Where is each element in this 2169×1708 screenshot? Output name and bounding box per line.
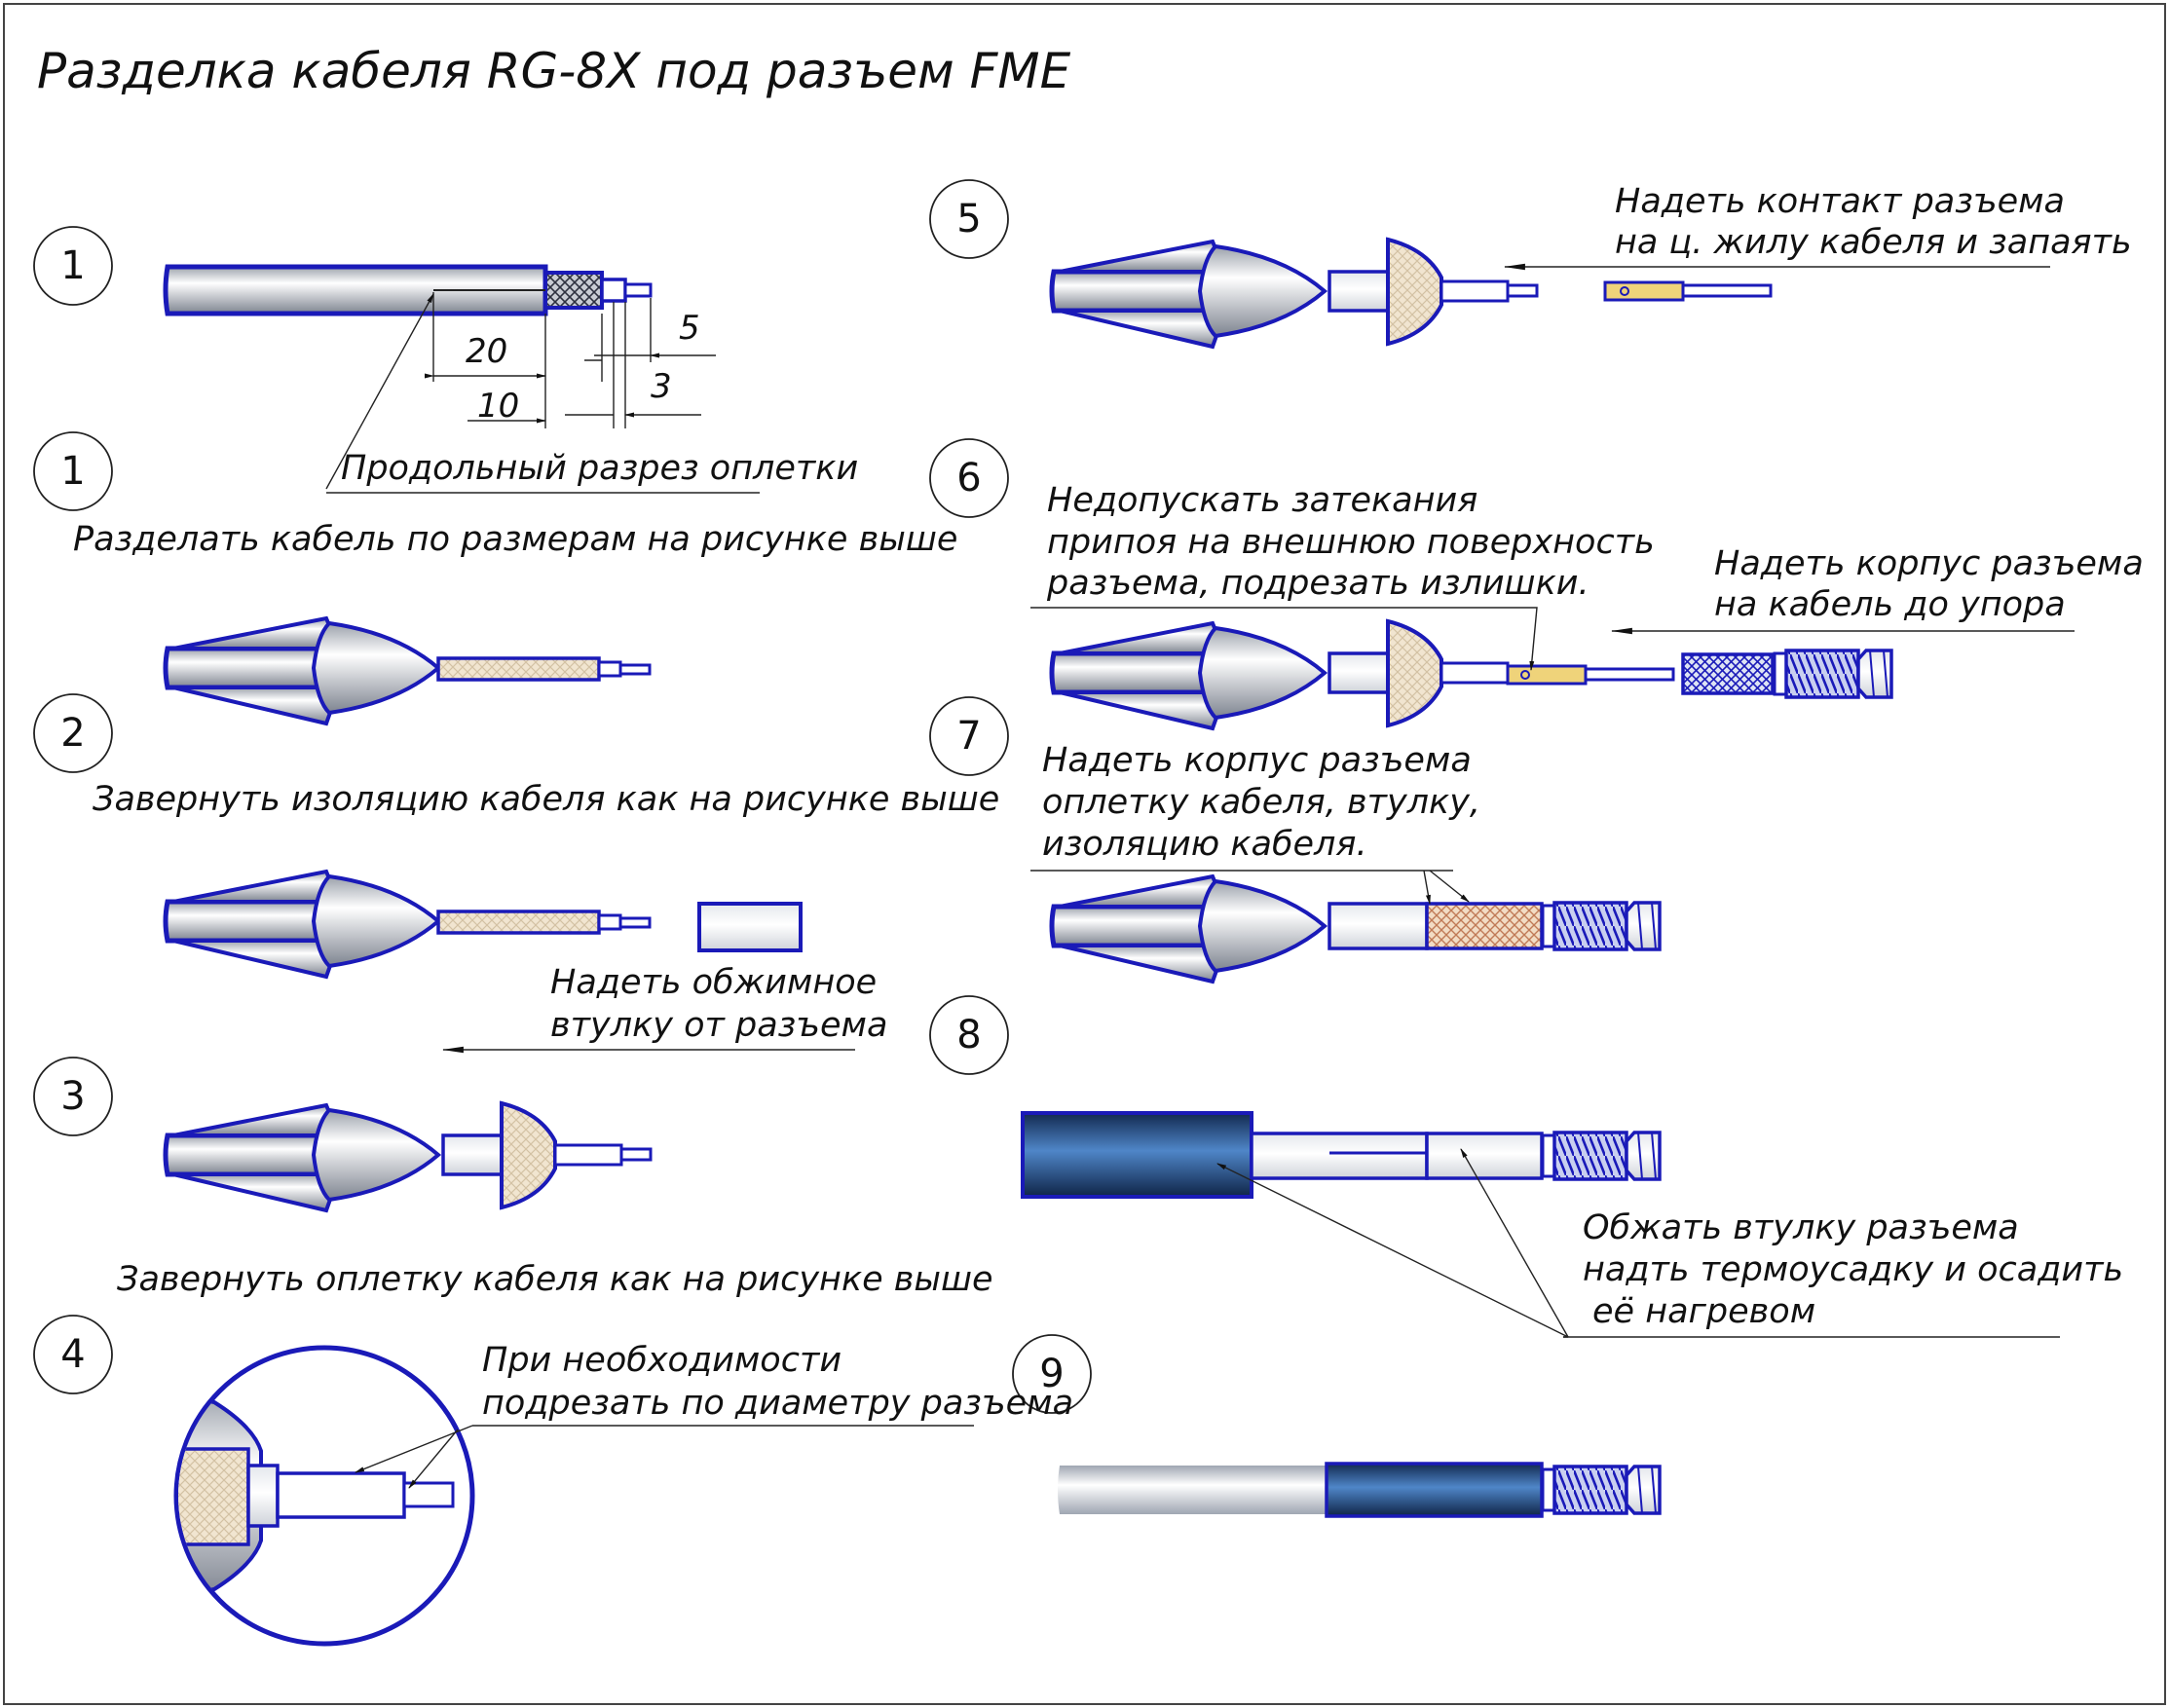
label-contact-line2: на ц. жилу кабеля и запаять [1615,223,2132,262]
step-circle-1a: 1 [33,226,113,306]
connector-body-loose [1681,649,1893,699]
leader-solder [1030,607,1538,671]
label-body-line1: Надеть корпус разъема [1714,544,2144,583]
svg-text:10: 10 [477,387,519,426]
label-insert-line2: оплетку кабеля, втулку, [1042,783,1480,822]
step-circle-3: 3 [33,1057,113,1136]
caption-step3: Завернуть оплетку кабеля как на рисунке … [117,1260,993,1299]
label-solder-line1: Недопускать затекания [1047,481,1477,520]
drawing-title: Разделка кабеля RG-8X под разъем FME [37,43,1071,99]
label-slit: Продольный разрез оплетки [341,449,858,488]
label-body-line2: на кабель до упора [1714,585,2066,624]
label-crimp-line2: надть термоусадку и осадить [1583,1250,2123,1289]
label-sleeve-line1: Надеть обжимное [550,963,877,1002]
label-solder-line3: разъема, подрезать излишки. [1046,564,1589,603]
center-contact [1603,280,1773,302]
arrow-crimp-1 [1216,1163,1569,1338]
svg-text:6: 6 [956,456,981,501]
step-circle-9: 9 [1012,1334,1092,1414]
step6-cable [1049,618,1510,730]
crimp-sleeve [697,902,803,952]
step3-cable [163,1100,653,1212]
caption-step2: Завернуть изоляцию кабеля как на рисунке… [93,780,999,819]
caption-step1: Разделать кабель по размерам на рисунке … [73,520,957,559]
label-insert-line3: изоляцию кабеля. [1042,825,1367,864]
label-insert-line1: Надеть корпус разъема [1042,741,1472,780]
step-circle-4: 4 [33,1315,113,1394]
label-solder-line2: припоя на внешнюю поверхность [1047,523,1655,562]
svg-text:1: 1 [60,449,85,494]
arrow-insert-2 [1429,870,1470,903]
step2-cable [163,616,652,725]
step-circle-7: 7 [929,696,1009,776]
step7-cable [1049,874,1544,984]
svg-text:5: 5 [956,197,981,241]
soldered-contact [1506,664,1675,686]
connector-seated-7 [1541,901,1662,951]
svg-text:1: 1 [60,243,85,288]
label-trim-line1: При необходимости [482,1341,841,1380]
step9-finished [1058,1462,1662,1518]
step1-dimensions: 20 10 5 3 [325,292,760,494]
svg-text:9: 9 [1039,1352,1064,1396]
svg-text:3: 3 [60,1074,85,1119]
svg-text:2: 2 [60,711,85,756]
label-crimp-line3: её нагревом [1592,1292,1815,1331]
arrow-trim-1 [355,1425,473,1473]
step2b-cable [163,870,652,979]
svg-text:3: 3 [651,367,672,406]
arrow-trim-2 [408,1429,459,1489]
step-numbers: 1 1 2 3 4 5 6 7 8 9 [33,179,1092,1414]
svg-text:4: 4 [60,1332,85,1377]
arrow-crimp-2 [1460,1148,1569,1338]
svg-text:20: 20 [466,332,507,371]
step-circle-2: 2 [33,693,113,773]
label-crimp-line1: Обжать втулку разъема [1583,1208,2019,1247]
step-circle-6: 6 [929,438,1009,518]
step8-assembly [1021,1111,1662,1199]
svg-text:8: 8 [956,1013,981,1058]
step-circle-1b: 1 [33,431,113,511]
step-circle-8: 8 [929,995,1009,1075]
label-trim-line2: подрезать по диаметру разъема [482,1384,1073,1423]
svg-text:7: 7 [956,714,981,759]
label-contact-line1: Надеть контакт разъема [1615,182,2065,221]
arrow-insert-1 [1423,870,1431,905]
label-sleeve-line2: втулку от разъема [550,1006,887,1045]
step4-detail-circle [173,1345,475,1647]
step5-cable [1049,237,1539,349]
drawing-border [3,3,2166,1705]
svg-text:5: 5 [679,309,700,348]
step-circle-5: 5 [929,179,1009,259]
step1-stripped-cable [163,264,653,316]
